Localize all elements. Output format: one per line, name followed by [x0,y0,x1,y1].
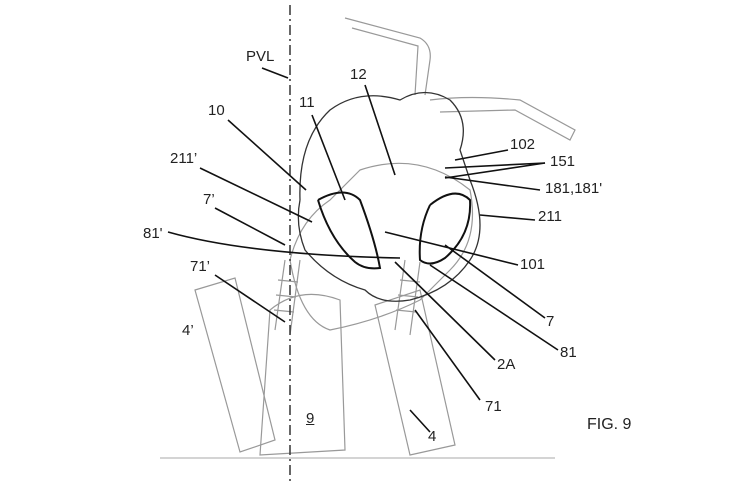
motorcycle-outline [194,17,576,456]
head-outline [297,91,481,302]
label-pvl: PVL [246,48,275,65]
label-11: 11 [299,94,315,111]
label-7-prime: 7’ [203,191,215,208]
label-211-prime: 211’ [170,150,198,167]
label-10: 10 [208,102,225,119]
label-151: 151 [550,153,576,170]
label-9: 9 [306,410,315,427]
label-4-prime: 4’ [182,322,194,339]
headlight-outlines [317,191,472,270]
label-211: 211 [538,208,562,225]
wheel-left [194,277,276,453]
label-102: 102 [510,136,536,153]
wheel-right [374,289,456,456]
handlebar [344,17,576,141]
label-12: 12 [350,66,367,83]
label-81: 81 [560,344,577,361]
label-2a: 2A [497,356,516,373]
leader-lines [167,67,559,433]
label-101: 101 [520,256,546,273]
figure-caption: FIG. 9 [587,416,632,433]
label-71-prime: 71’ [190,258,211,275]
headlight-right [418,192,472,265]
label-81-prime: 81' [143,225,163,242]
label-181: 181,181' [545,180,603,197]
headlight-left [317,191,382,270]
label-7: 7 [546,313,555,330]
label-71: 71 [485,398,502,415]
shock-left [273,259,301,336]
engine-body [289,162,474,331]
label-4: 4 [428,428,437,445]
